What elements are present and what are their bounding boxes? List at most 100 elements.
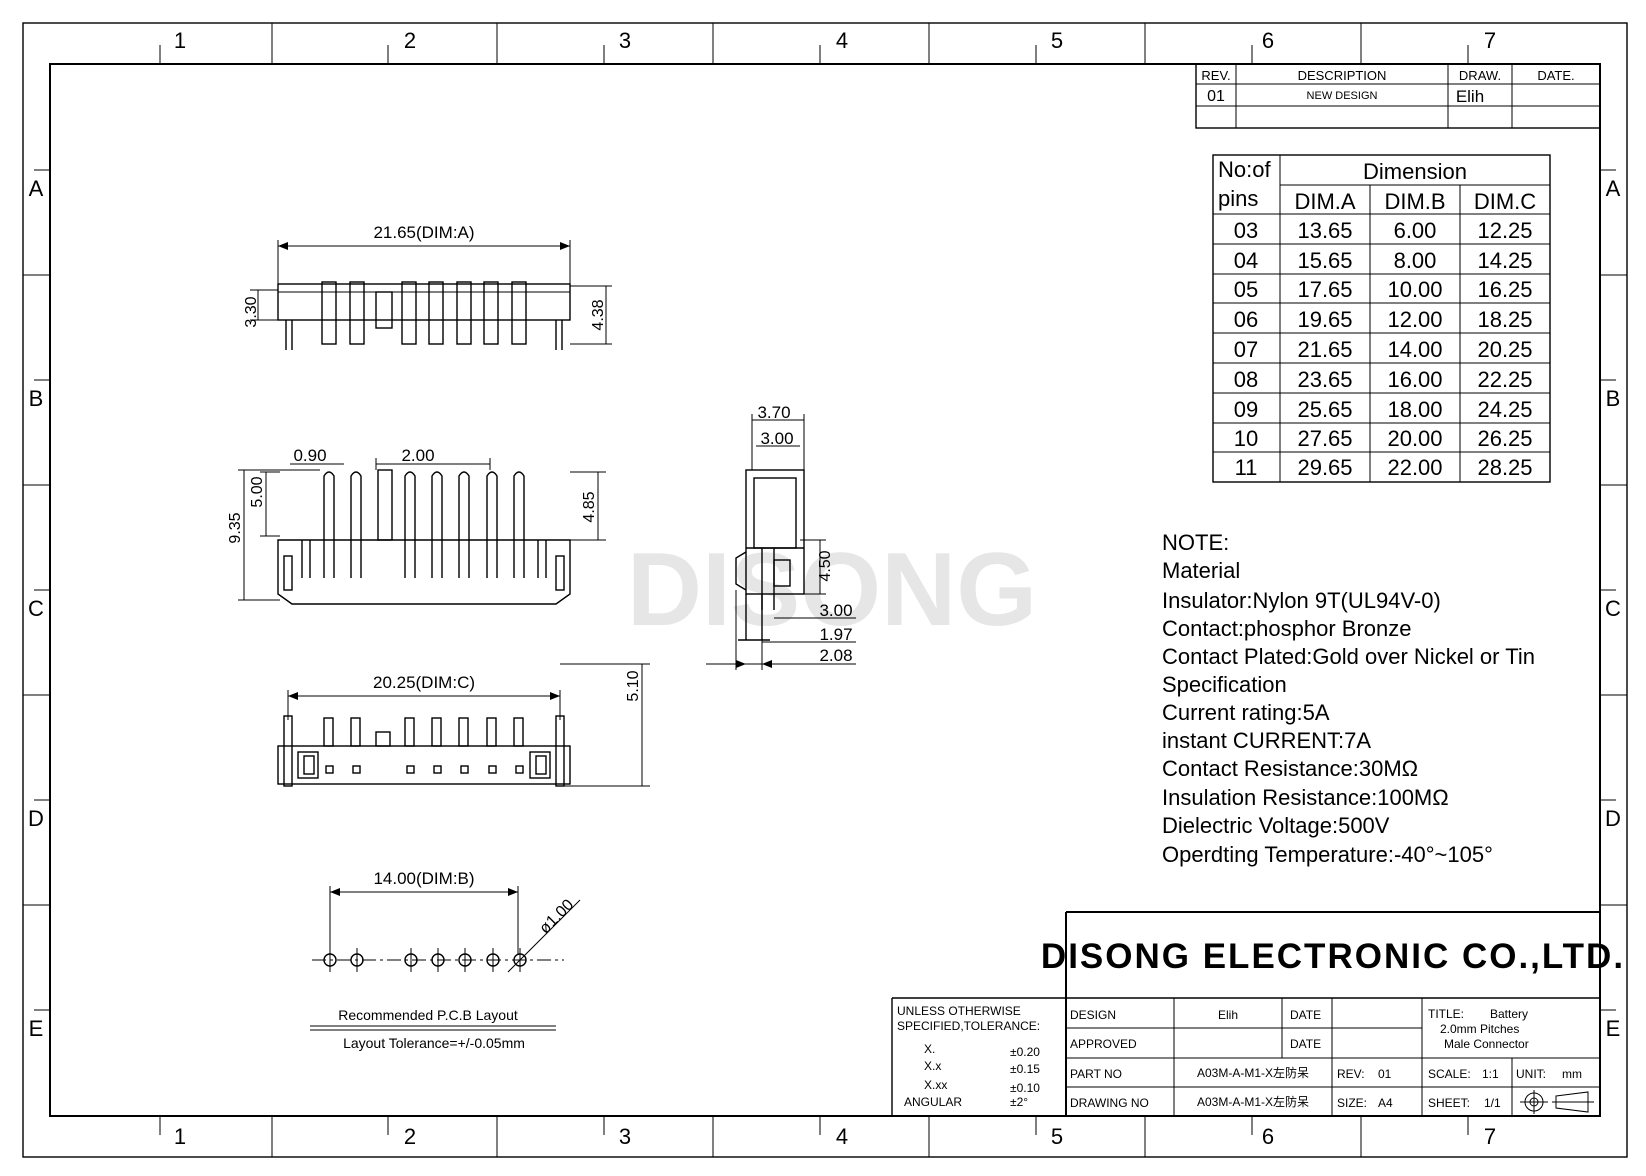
front-w1-label: 0.90 [293, 446, 326, 465]
col-label-top: 7 [1484, 28, 1496, 53]
table-cell: 18.25 [1477, 307, 1532, 332]
size-label: SIZE: [1337, 1096, 1367, 1110]
table-cell: 22.00 [1387, 455, 1442, 480]
table-cell: 18.00 [1387, 397, 1442, 422]
table-cell: 22.25 [1477, 367, 1532, 392]
pcb-caption: Recommended P.C.B Layout [338, 1007, 518, 1023]
watermark-logo: DISONG [627, 532, 1037, 648]
table-cell: 03 [1234, 218, 1258, 243]
col-label-bottom: 5 [1051, 1124, 1063, 1149]
dim-c-label: 20.25(DIM:C) [373, 673, 475, 692]
table-cell: 27.65 [1297, 426, 1352, 451]
table-cell: 12.00 [1387, 307, 1442, 332]
col-label-bottom: 6 [1262, 1124, 1274, 1149]
side-d1-label: 3.70 [757, 403, 790, 422]
tolerance-x-x: X.x [924, 1059, 941, 1073]
front-h3-label: 4.85 [581, 491, 598, 522]
row-label-left: A [29, 176, 44, 201]
design-value: Elih [1218, 1008, 1238, 1022]
note-line: Current rating:5A [1162, 700, 1330, 725]
row-label-left: C [28, 596, 44, 621]
unit-label: UNIT: [1516, 1067, 1546, 1081]
col-label-bottom: 3 [619, 1124, 631, 1149]
col-label-bottom: 2 [404, 1124, 416, 1149]
col-label-top: 6 [1262, 28, 1274, 53]
rev-value: 01 [1378, 1067, 1392, 1081]
top-h1-label: 3.30 [243, 296, 260, 327]
table-cell: 13.65 [1297, 218, 1352, 243]
table-cell: 11 [1235, 455, 1258, 480]
top-view: 21.65(DIM:A) 3.30 4.38 [243, 223, 612, 350]
table-cell: 05 [1234, 277, 1258, 302]
revision-table: REV. DESCRIPTION DRAW. DATE. 01 NEW DESI… [1195, 63, 1601, 129]
pcb-tolerance: Layout Tolerance=+/-0.05mm [343, 1035, 525, 1051]
tolerance-x-xx-value: ±0.10 [1010, 1081, 1040, 1095]
tolerance-x-xx: X.xx [924, 1078, 947, 1092]
dim-b-label: 14.00(DIM:B) [373, 869, 474, 888]
title-line2: 2.0mm Pitches [1440, 1022, 1519, 1036]
table-cell: 06 [1234, 307, 1258, 332]
approved-label: APPROVED [1070, 1037, 1137, 1051]
note-line: Insulation Resistance:100MΩ [1162, 785, 1449, 810]
table-cell: 19.65 [1297, 307, 1352, 332]
table-cell: 23.65 [1297, 367, 1352, 392]
table-cell: 04 [1234, 248, 1258, 273]
note-line: Contact:phosphor Bronze [1162, 616, 1412, 641]
company-name: DISONG ELECTRONIC CO.,LTD. [1041, 937, 1625, 976]
rev-header: REV. [1201, 68, 1230, 83]
table-cell: 16.25 [1477, 277, 1532, 302]
table-cell: 10.00 [1387, 277, 1442, 302]
col-label-top: 2 [404, 28, 416, 53]
dim-a-header: DIM.A [1294, 189, 1355, 214]
tolerance-x-x-value: ±0.15 [1010, 1062, 1040, 1076]
row-label-right: E [1606, 1016, 1621, 1041]
drawing-frame: 1 2 3 4 5 6 7 1 2 3 4 5 6 7 A B C D E A … [22, 22, 1628, 1158]
table-cell: 16.00 [1387, 367, 1442, 392]
description-value: NEW DESIGN [1307, 90, 1378, 102]
col-label-top: 1 [174, 28, 186, 53]
part-no-value: A03M-A-M1-X左防呆 [1197, 1065, 1309, 1080]
note-line: Contact Plated:Gold over Nickel or Tin [1162, 644, 1535, 669]
row-label-right: B [1606, 386, 1621, 411]
note-line: NOTE: [1162, 530, 1229, 555]
dimension-header: Dimension [1363, 159, 1467, 184]
table-cell: 20.00 [1387, 426, 1442, 451]
unit-value: mm [1562, 1067, 1582, 1081]
col-label-bottom: 1 [174, 1124, 186, 1149]
approved-date-label: DATE [1290, 1037, 1321, 1051]
sheet-label: SHEET: [1428, 1096, 1470, 1110]
side-d3-label: 4.50 [817, 550, 834, 581]
rev-value: 01 [1207, 88, 1225, 105]
pins-header-line2: pins [1218, 186, 1258, 211]
tolerance-x-value: ±0.20 [1010, 1045, 1040, 1059]
note-line: Material [1162, 558, 1240, 583]
table-cell: 14.00 [1387, 337, 1442, 362]
table-cell: 24.25 [1477, 397, 1532, 422]
row-label-right: C [1605, 596, 1621, 621]
tolerance-x: X. [924, 1042, 935, 1056]
title-line1: Battery [1490, 1007, 1528, 1021]
tolerance-line1: UNLESS OTHERWISE [897, 1004, 1021, 1018]
bottom-h-label: 5.10 [625, 670, 642, 701]
tolerance-angular-value: ±2° [1010, 1095, 1028, 1109]
row-label-right: D [1605, 806, 1621, 831]
title-line3: Male Connector [1444, 1037, 1529, 1051]
drawing-no-label: DRAWING NO [1070, 1096, 1149, 1110]
title-block: DISONG ELECTRONIC CO.,LTD. UNLESS OTHERW… [891, 911, 1625, 1116]
notes-block: NOTE: Material Insulator:Nylon 9T(UL94V-… [1162, 530, 1535, 867]
part-no-label: PART NO [1070, 1067, 1122, 1081]
design-date-label: DATE [1290, 1008, 1321, 1022]
size-value: A4 [1378, 1096, 1393, 1110]
front-h1-label: 5.00 [249, 476, 266, 507]
table-cell: 8.00 [1394, 248, 1437, 273]
col-label-bottom: 7 [1484, 1124, 1496, 1149]
table-cell: 20.25 [1477, 337, 1532, 362]
dim-c-header: DIM.C [1474, 189, 1536, 214]
tolerance-line2: SPECIFIED,TOLERANCE: [897, 1019, 1040, 1033]
table-cell: 12.25 [1477, 218, 1532, 243]
table-cell: 09 [1234, 397, 1258, 422]
front-view: 0.90 2.00 9.35 5.00 4.85 [227, 446, 606, 605]
table-cell: 14.25 [1477, 248, 1532, 273]
side-d2-label: 3.00 [760, 429, 793, 448]
